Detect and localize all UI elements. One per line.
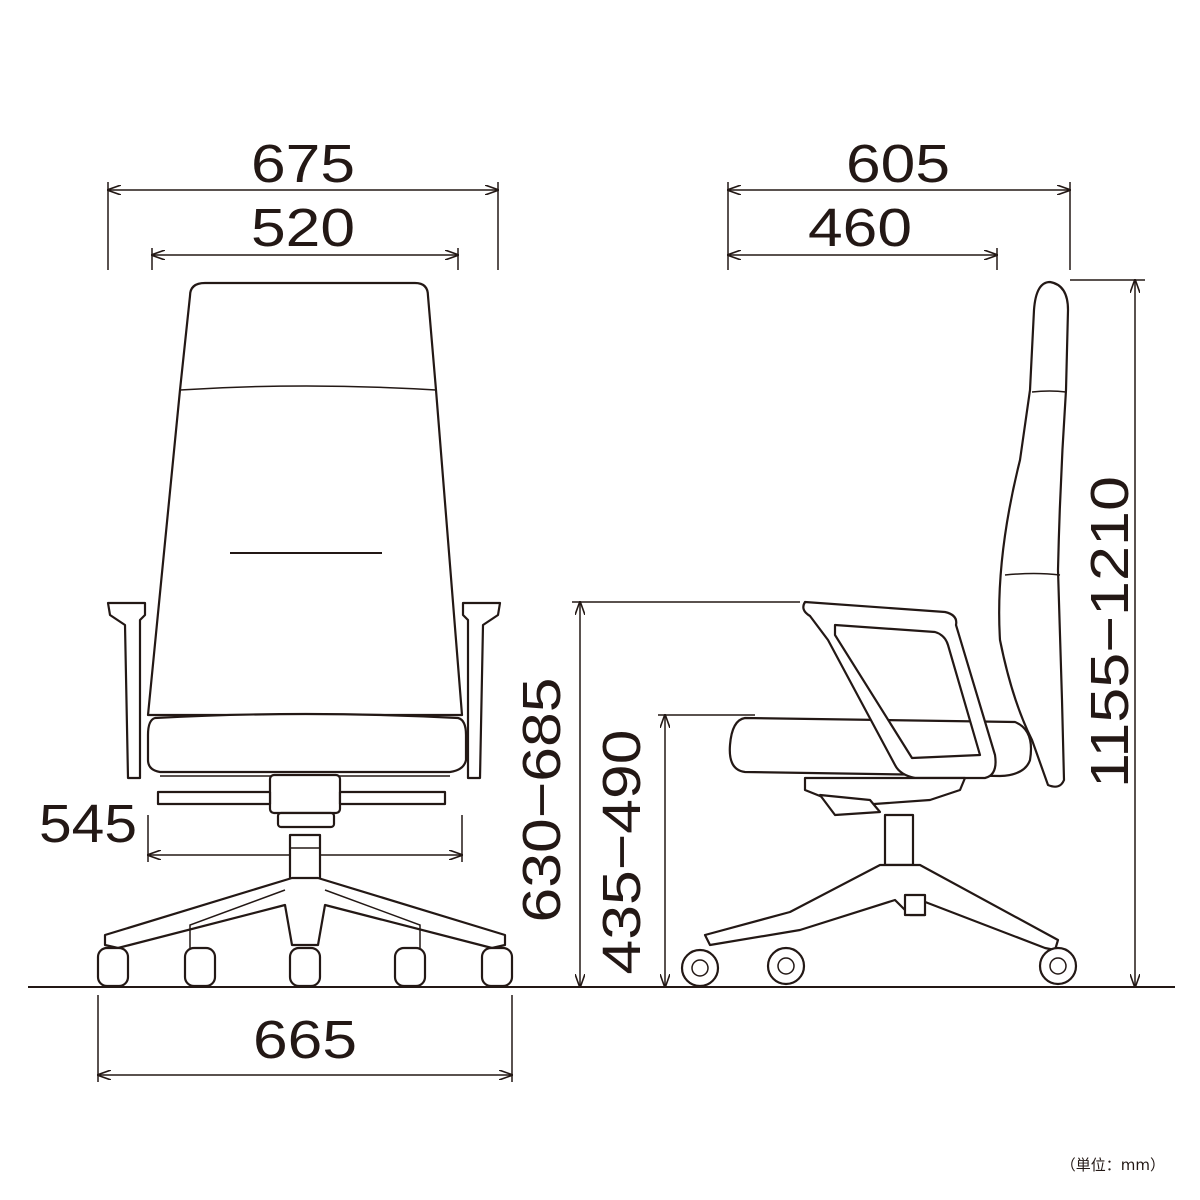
side-star-base [703, 863, 1060, 952]
front-view-chair [96, 281, 514, 988]
overall-depth-label: 605 [846, 134, 950, 194]
dimension-back-width: 520 [152, 198, 458, 270]
unit-label: （単位：mm） [1061, 1156, 1165, 1174]
total-height-label: 1155−1210 [1080, 476, 1140, 788]
gas-column [288, 833, 322, 882]
dimension-total-height: 1155−1210 [1070, 280, 1145, 987]
side-gas-column [883, 813, 915, 867]
left-armrest [106, 601, 147, 780]
side-view-chair [680, 280, 1078, 988]
dimension-overall-width: 675 [108, 134, 498, 270]
seat-depth-label: 460 [808, 198, 912, 258]
arm-height-label: 630−685 [512, 678, 572, 923]
base-width-label: 665 [253, 1010, 357, 1070]
backrest [146, 281, 464, 717]
side-backrest [998, 280, 1070, 788]
dimension-arm-height: 630−685 [512, 602, 800, 987]
star-base [103, 876, 507, 950]
casters [96, 946, 514, 988]
armrest-width-label: 545 [39, 794, 137, 854]
overall-width-label: 675 [251, 134, 355, 194]
right-armrest [461, 601, 502, 780]
dimension-base-width: 665 [98, 995, 512, 1082]
back-width-label: 520 [251, 198, 355, 258]
dimension-seat-height: 435−490 [592, 715, 755, 987]
seat-height-label: 435−490 [592, 730, 652, 975]
seat [146, 712, 468, 774]
dimension-seat-depth: 460 [728, 198, 997, 270]
side-casters [680, 946, 1078, 988]
